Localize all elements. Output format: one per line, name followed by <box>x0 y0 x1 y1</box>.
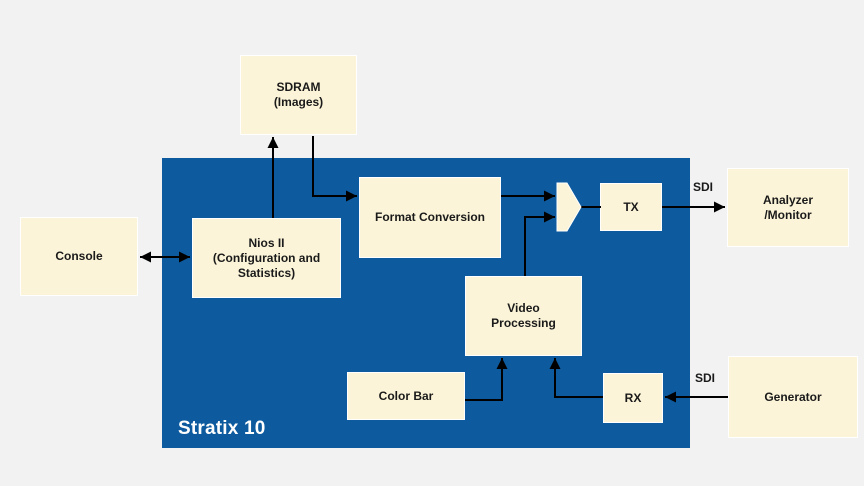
block-analyzer-label-line2: /Monitor <box>764 207 812 222</box>
block-console-label: Console <box>55 249 103 263</box>
block-nios-ii: Nios II (Configuration and Statistics) <box>192 218 341 298</box>
block-nios-label-line1: Nios II <box>248 235 285 250</box>
block-video-processing-label-line1: Video <box>507 301 540 315</box>
block-analyzer-label-line1: Analyzer <box>762 192 814 207</box>
block-rx: RX <box>603 373 663 423</box>
block-rx-label: RX <box>624 390 642 405</box>
block-tx-label: TX <box>623 199 639 214</box>
block-video-processing: Video Processing <box>465 276 582 356</box>
block-color-bar-label: Color Bar <box>378 388 434 403</box>
block-video-processing-label-line2: Processing <box>491 316 556 330</box>
block-nios-label-line2: (Configuration and <box>212 250 321 265</box>
block-tx: TX <box>600 183 662 231</box>
block-sdram-label-line1: SDRAM <box>276 80 321 94</box>
block-format-conversion: Format Conversion <box>359 177 501 258</box>
block-analyzer-monitor: Analyzer /Monitor <box>727 168 849 247</box>
block-generator: Generator <box>728 356 858 438</box>
block-sdram-label-line2: (Images) <box>273 95 324 109</box>
block-nios-label-line3: Statistics) <box>237 265 296 280</box>
block-format-conversion-label: Format Conversion <box>374 210 485 224</box>
sdi-label-tx-output: SDI <box>693 180 714 194</box>
fpga-label: Stratix 10 <box>178 418 266 439</box>
sdi-label-rx-input: SDI <box>695 371 716 385</box>
block-console: Console <box>20 217 138 296</box>
block-color-bar: Color Bar <box>347 372 465 420</box>
block-sdram: SDRAM (Images) <box>240 55 357 135</box>
block-generator-label: Generator <box>764 389 822 404</box>
